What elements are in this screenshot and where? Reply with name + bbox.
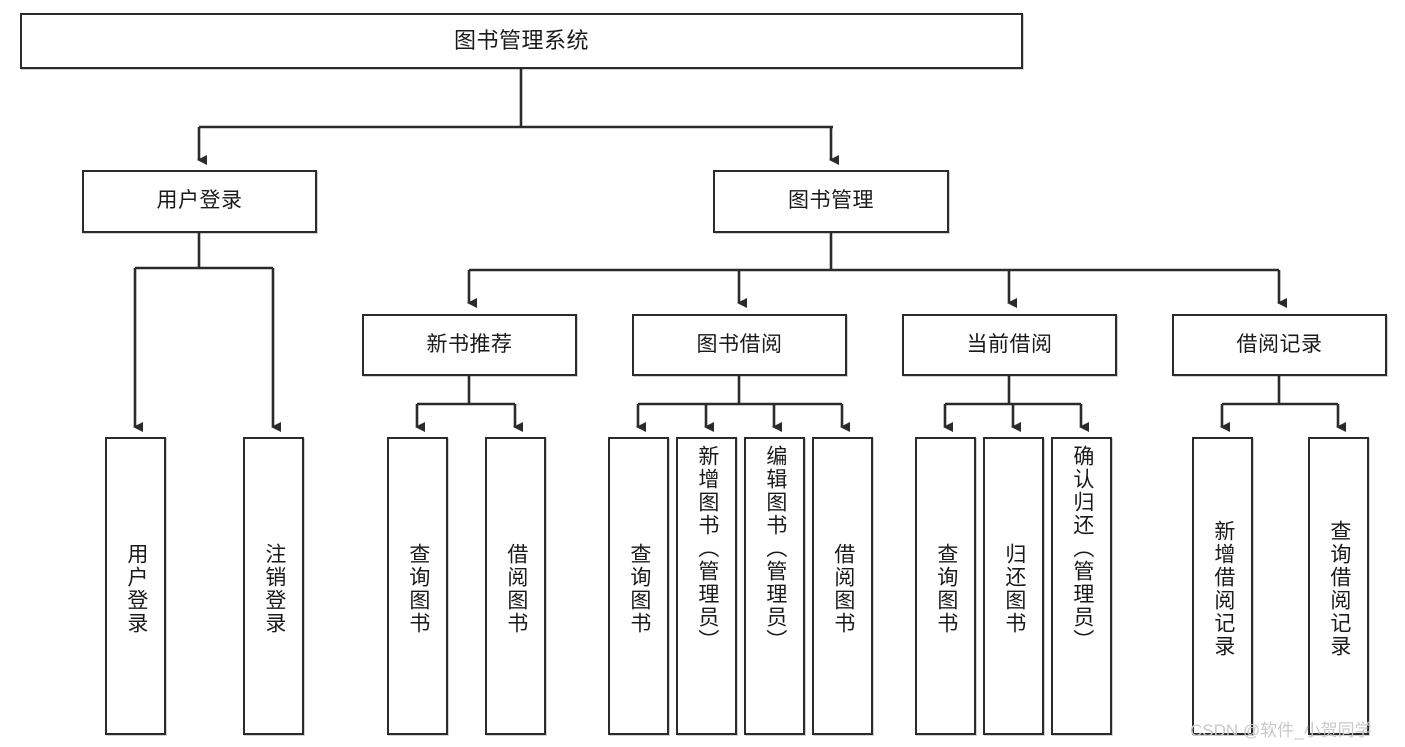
leaf-borrow-record-query[interactable]: 查询借阅记录 <box>1308 437 1369 735</box>
leaf-new-book-borrow-label: 借阅图书 <box>504 543 528 635</box>
node-book-manage-label: 图书管理 <box>788 189 874 213</box>
leaf-book-borrow-borrow-label: 借阅图书 <box>831 543 855 635</box>
leaf-current-borrow-confirm-label: 确认归还（管理员） <box>1070 445 1094 652</box>
leaf-book-borrow-edit-label: 编辑图书（管理员） <box>763 445 787 652</box>
node-book-borrow[interactable]: 图书借阅 <box>632 314 847 376</box>
node-book-manage[interactable]: 图书管理 <box>713 170 949 233</box>
node-user-login-label: 用户登录 <box>156 189 243 213</box>
leaf-borrow-record-add-label: 新增借阅记录 <box>1211 520 1235 658</box>
node-new-book-recommend[interactable]: 新书推荐 <box>362 314 577 376</box>
leaf-user-login-login[interactable]: 用户登录 <box>105 437 166 735</box>
node-book-borrow-label: 图书借阅 <box>696 332 783 356</box>
leaf-book-borrow-edit[interactable]: 编辑图书（管理员） <box>744 437 805 735</box>
node-borrow-record-label: 借阅记录 <box>1236 332 1323 356</box>
node-root-system[interactable]: 图书管理系统 <box>20 13 1023 69</box>
node-borrow-record[interactable]: 借阅记录 <box>1172 314 1387 376</box>
node-user-login[interactable]: 用户登录 <box>82 170 317 233</box>
leaf-current-borrow-return[interactable]: 归还图书 <box>983 437 1044 735</box>
leaf-current-borrow-query-label: 查询图书 <box>934 543 958 635</box>
leaf-book-borrow-borrow[interactable]: 借阅图书 <box>812 437 873 735</box>
leaf-new-book-borrow[interactable]: 借阅图书 <box>485 437 546 735</box>
leaf-borrow-record-add[interactable]: 新增借阅记录 <box>1192 437 1253 735</box>
leaf-borrow-record-query-label: 查询借阅记录 <box>1327 520 1351 658</box>
leaf-user-login-logout-label: 注销登录 <box>262 543 286 635</box>
leaf-new-book-query-label: 查询图书 <box>406 543 430 635</box>
node-current-borrow-label: 当前借阅 <box>966 332 1053 356</box>
leaf-book-borrow-add-label: 新增图书（管理员） <box>695 445 719 652</box>
csdn-watermark: CSDN @软件_小贺同学 <box>1190 721 1372 740</box>
leaf-book-borrow-query-label: 查询图书 <box>627 543 651 635</box>
node-new-book-recommend-label: 新书推荐 <box>426 332 513 356</box>
leaf-book-borrow-query[interactable]: 查询图书 <box>608 437 669 735</box>
node-current-borrow[interactable]: 当前借阅 <box>902 314 1117 376</box>
leaf-current-borrow-query[interactable]: 查询图书 <box>915 437 976 735</box>
leaf-book-borrow-add[interactable]: 新增图书（管理员） <box>676 437 737 735</box>
leaf-new-book-query[interactable]: 查询图书 <box>387 437 448 735</box>
node-root-system-label: 图书管理系统 <box>453 27 589 53</box>
leaf-current-borrow-confirm[interactable]: 确认归还（管理员） <box>1051 437 1112 735</box>
leaf-current-borrow-return-label: 归还图书 <box>1002 543 1026 635</box>
leaf-user-login-logout[interactable]: 注销登录 <box>243 437 304 735</box>
leaf-user-login-login-label: 用户登录 <box>124 543 148 635</box>
